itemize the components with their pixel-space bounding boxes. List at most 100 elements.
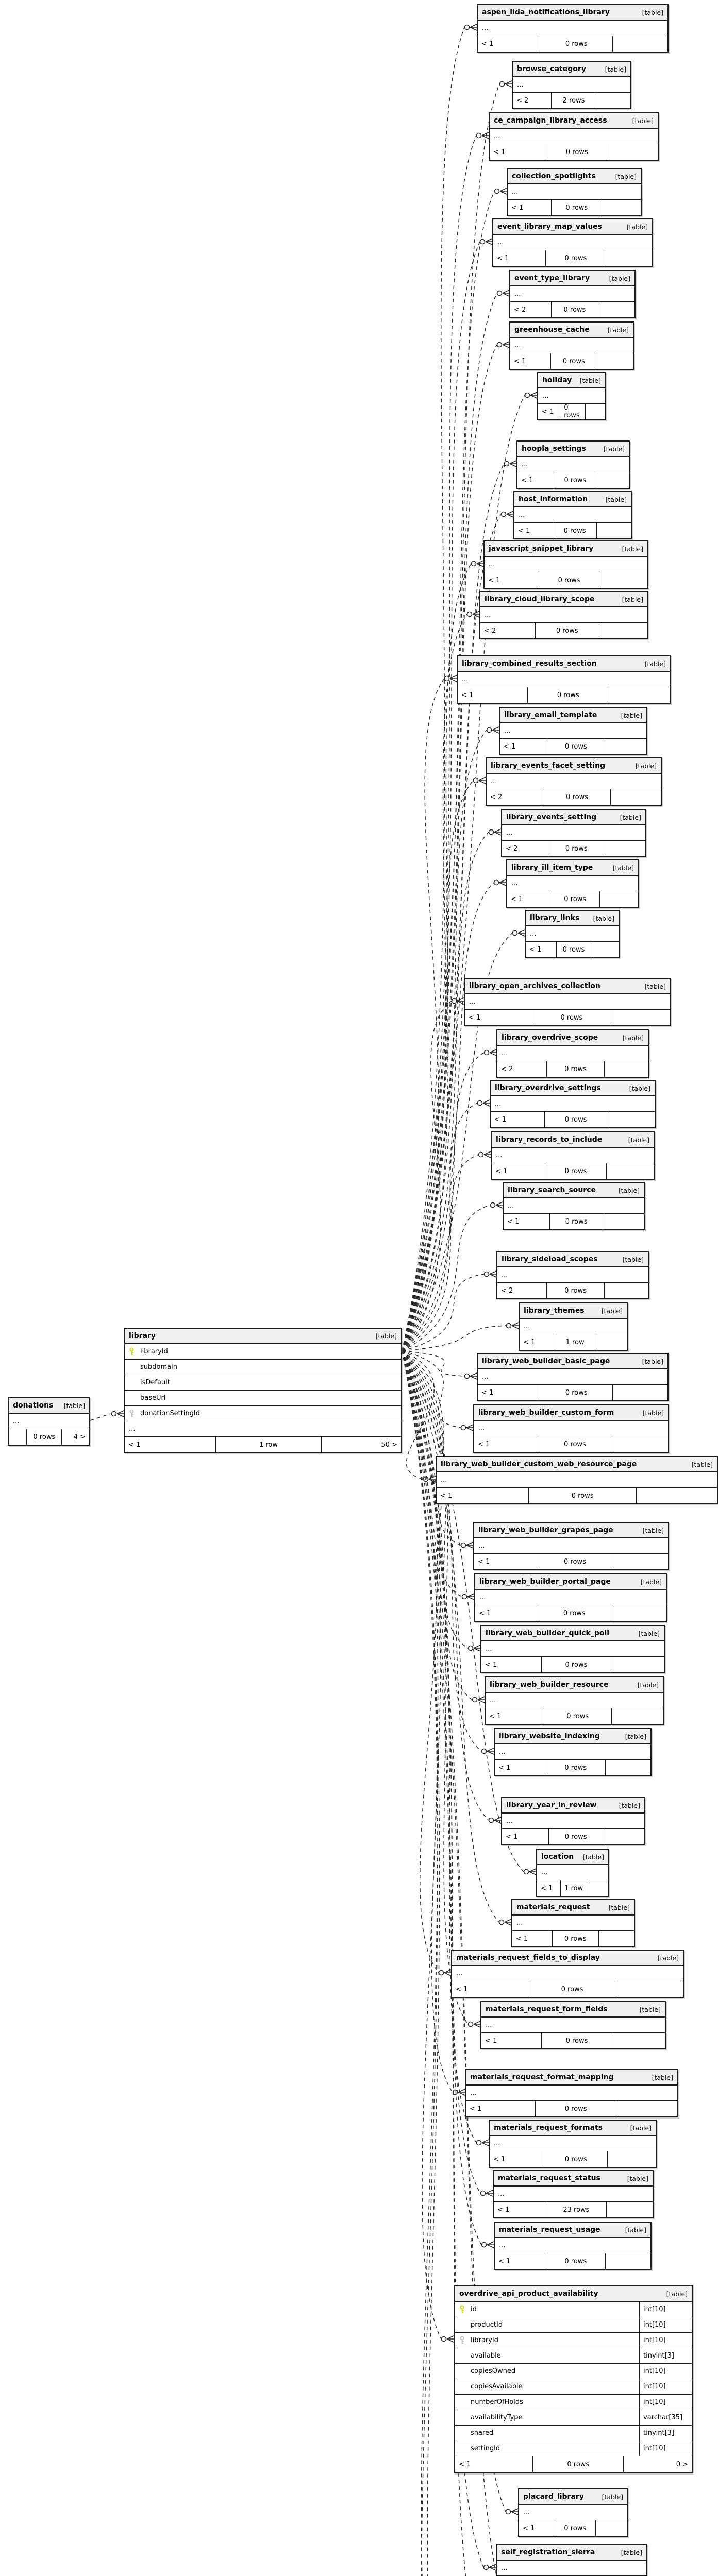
footer-children <box>611 1010 670 1025</box>
column-name: shared <box>471 2429 494 2437</box>
footer-parents: < 2 <box>501 1065 513 1073</box>
table-tag-label: [table] <box>625 1732 646 1740</box>
footer-rowcount: 0 rows <box>544 2151 608 2167</box>
footer-parents: < 1 <box>516 1935 528 1943</box>
table-library[interactable]: library [table] libraryId subdomain isDe… <box>124 1328 402 1453</box>
table-library_web_builder_custom_web_resource_page[interactable]: library_web_builder_custom_web_resource_… <box>436 1456 718 1504</box>
table-name-label: library_web_builder_custom_web_resource_… <box>441 1460 637 1468</box>
table-materials_request_fields_to_display[interactable]: materials_request_fields_to_display[tabl… <box>451 1950 684 1998</box>
table-library_web_builder_custom_form[interactable]: library_web_builder_custom_form[table]..… <box>473 1404 669 1453</box>
table-aspen_lida_notifications_library[interactable]: aspen_lida_notifications_library[table].… <box>477 4 669 53</box>
footer-rowcount: 0 rows <box>548 1829 604 1844</box>
table-materials_request_format_mapping[interactable]: materials_request_format_mapping[table].… <box>465 2069 678 2117</box>
column-name: isDefault <box>140 1379 170 1386</box>
table-library_web_builder_portal_page[interactable]: library_web_builder_portal_page[table]..… <box>474 1573 667 1622</box>
table-tag-label: [table] <box>621 711 642 719</box>
table-materials_request_form_fields[interactable]: materials_request_form_fields[table]...<… <box>480 2001 666 2049</box>
footer-children <box>599 623 647 638</box>
table-name-label: library_cloud_library_scope <box>485 595 595 603</box>
footer-children <box>596 472 629 488</box>
table-library_events_facet_setting[interactable]: library_events_facet_setting[table]...< … <box>486 757 662 806</box>
table-tag-label: [table] <box>621 2548 642 2556</box>
table-library_cloud_library_scope[interactable]: library_cloud_library_scope[table]...< 2… <box>479 591 648 639</box>
column-row-libraryId: libraryId <box>125 1344 401 1360</box>
table-overdrive_api_product_availability[interactable]: overdrive_api_product_availability[table… <box>454 2285 693 2473</box>
table-header: aspen_lida_notifications_library[table] <box>478 5 667 21</box>
footer-children <box>607 1112 655 1127</box>
footer-children <box>603 1829 644 1844</box>
table-library_web_builder_quick_poll[interactable]: library_web_builder_quick_poll[table]...… <box>480 1625 665 1673</box>
table-name-label: library_web_builder_resource <box>490 1681 609 1689</box>
footer-rowcount: 0 rows <box>527 687 609 703</box>
table-donations[interactable]: donations [table] ... 0 rows 4 > <box>8 1397 90 1446</box>
table-library_open_archives_collection[interactable]: library_open_archives_collection[table].… <box>464 978 671 1026</box>
table-name-label: library_events_facet_setting <box>491 761 606 770</box>
footer-rowcount: 0 rows <box>535 2101 617 2116</box>
table-header: library_overdrive_settings[table] <box>491 1081 655 1096</box>
collapsed-columns-row: ... <box>526 926 619 942</box>
table-tag-label: [table] <box>608 1903 630 1911</box>
footer-rowcount: 0 rows <box>541 1657 612 1672</box>
footer-children <box>612 1708 663 1724</box>
collapsed-columns-row: ... <box>481 2018 665 2033</box>
connector-browse_category <box>402 80 512 1351</box>
table-name-label: library_web_builder_portal_page <box>479 1578 611 1586</box>
footer-parents: < 2 <box>490 793 503 801</box>
collapsed-columns-row: ... <box>513 77 630 93</box>
table-tag-label: [table] <box>626 223 648 231</box>
connector-library_web_builder_grapes_page <box>402 1350 474 1549</box>
table-library_web_builder_resource[interactable]: library_web_builder_resource[table]...< … <box>485 1676 664 1725</box>
footer-parents: < 1 <box>507 1217 520 1226</box>
connector-materials_request_usage <box>402 1350 494 2248</box>
footer-parents: < 1 <box>128 1440 141 1449</box>
table-header: library_open_archives_collection[table] <box>465 979 670 994</box>
table-name-label: event_library_map_values <box>497 223 602 231</box>
footer-parents <box>9 1429 26 1445</box>
footer-parents: < 1 <box>493 2155 506 2163</box>
footer-parents: < 1 <box>506 1833 518 1841</box>
foreign-key-icon <box>129 1409 140 1418</box>
table-library_web_builder_basic_page[interactable]: library_web_builder_basic_page[table]...… <box>477 1353 669 1401</box>
table-tag-label: [table] <box>615 172 637 180</box>
footer-children <box>608 2151 656 2167</box>
footer-parents: < 1 <box>498 1764 511 1772</box>
table-self_registration_sierra[interactable]: self_registration_sierra[table]...< 10 r… <box>496 2544 647 2576</box>
footer-parents: < 1 <box>511 895 523 903</box>
foreign-key-icon <box>459 2336 471 2345</box>
table-library_combined_results_section[interactable]: library_combined_results_section[table].… <box>457 655 671 704</box>
table-tag-label: [table] <box>642 1409 664 1417</box>
table-library_web_builder_grapes_page[interactable]: library_web_builder_grapes_page[table]..… <box>473 1522 669 1570</box>
